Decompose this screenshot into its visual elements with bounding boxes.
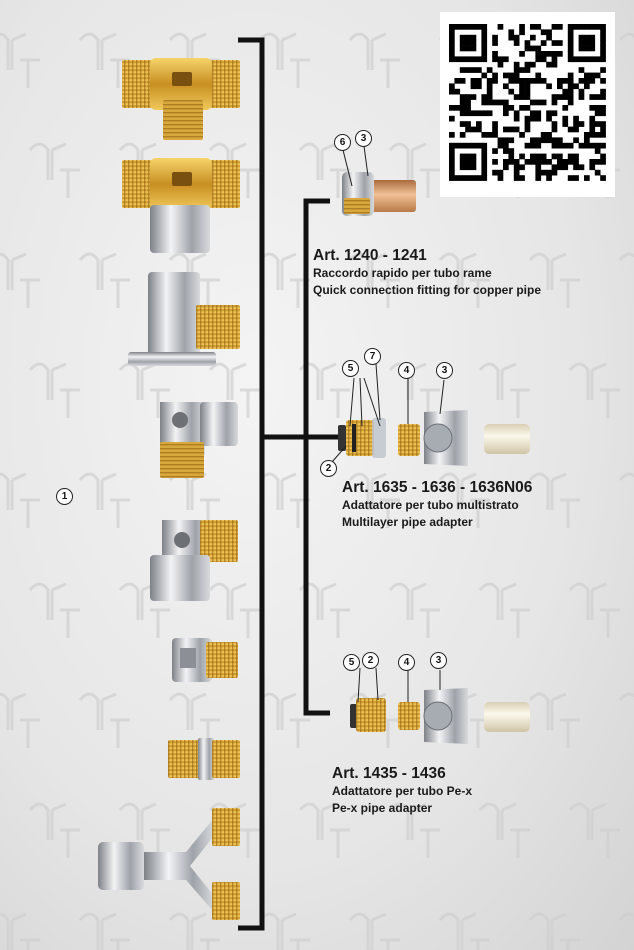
description-en: Pe-x pipe adapter (332, 801, 433, 815)
callout-6: 6 (334, 134, 351, 151)
caption-quick-connection: Art. 1240 - 1241 Raccordo rapido per tub… (313, 246, 541, 299)
callout-4-pex: 4 (398, 654, 415, 671)
callout-7: 7 (364, 348, 381, 365)
quick-connection-fitting (342, 172, 416, 216)
pex-adapter-parts (350, 688, 530, 744)
article-number: Art. 1435 - 1436 (332, 765, 446, 782)
callout-2-multilayer: 2 (320, 460, 337, 477)
description-it: Raccordo rapido per tubo rame (313, 266, 492, 280)
caption-pex: Art. 1435 - 1436 Adattatore per tubo Pe-… (332, 764, 472, 817)
description-it: Adattatore per tubo Pe-x (332, 784, 473, 798)
callout-3-pex: 3 (430, 652, 447, 669)
callout-3-multilayer: 3 (436, 362, 453, 379)
callout-3-quick: 3 (355, 130, 372, 147)
callout-4-multilayer: 4 (398, 362, 415, 379)
description-en: Quick connection fitting for copper pipe (313, 283, 542, 297)
fitting-elbow-female (150, 520, 238, 601)
callout-1: 1 (56, 488, 73, 505)
callout-5-pex: 5 (343, 654, 360, 671)
fitting-tee-female-branch (122, 158, 240, 253)
article-number: Art. 1635 - 1636 - 1636N06 (342, 479, 533, 496)
caption-multilayer: Art. 1635 - 1636 - 1636N06 Adattatore pe… (342, 478, 532, 531)
callout-5-multilayer: 5 (342, 360, 359, 377)
qr-code-pattern (449, 24, 606, 181)
description-it: Adattatore per tubo multistrato (342, 498, 519, 512)
fitting-brass-tee (122, 58, 240, 140)
description-en: Multilayer pipe adapter (342, 515, 473, 529)
multilayer-adapter-parts (338, 410, 530, 466)
article-number: Art. 1240 - 1241 (313, 247, 427, 264)
fitting-y-manifold (98, 808, 240, 920)
bracket (238, 37, 340, 931)
qr-code[interactable] (440, 12, 615, 197)
callout-2-pex: 2 (362, 652, 379, 669)
fitting-male-nipple (168, 738, 240, 780)
fitting-wall-plate-elbow (128, 272, 240, 366)
fitting-reducer-nut (172, 638, 238, 682)
fitting-elbow-male (160, 402, 238, 478)
